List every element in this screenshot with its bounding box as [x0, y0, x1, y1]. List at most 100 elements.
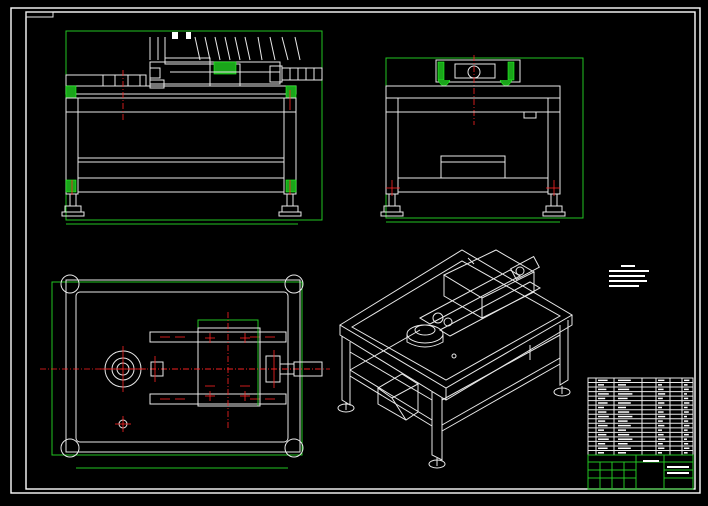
iso-feet — [337, 386, 571, 469]
top-corner-foot — [60, 438, 80, 458]
parts-list-entry — [684, 415, 687, 418]
front-table-top — [65, 85, 297, 95]
parts-list-entry — [684, 388, 689, 391]
parts-list-entry — [684, 411, 689, 413]
parts-list-entry — [598, 411, 607, 413]
parts-list-entry — [684, 393, 687, 395]
parts-list-entry — [658, 442, 663, 445]
top-outer-plate — [65, 279, 301, 453]
top-bearing-left — [150, 361, 164, 377]
side-drawer — [440, 155, 506, 179]
parts-list-entry — [618, 442, 628, 445]
parts-list-entry — [598, 429, 604, 431]
top-rail-lower — [149, 393, 287, 405]
parts-list-entry — [658, 393, 666, 395]
parts-list-entry — [658, 429, 662, 431]
parts-list-entry — [618, 438, 633, 440]
top-corner-foot — [284, 438, 304, 458]
parts-list-entry — [598, 447, 608, 450]
side-bolt-right — [499, 79, 513, 87]
top-inner-plate — [75, 291, 289, 443]
top-dimension-frame — [51, 281, 303, 456]
iso-table-top — [339, 249, 573, 389]
side-foot-left — [380, 193, 404, 217]
parts-list-entry — [618, 420, 628, 422]
part-leaders — [149, 32, 301, 61]
side-slide-head — [435, 59, 521, 83]
parts-list-entry — [598, 452, 604, 454]
parts-list-entry — [658, 411, 664, 413]
side-view — [380, 55, 584, 223]
outer-border — [10, 7, 701, 494]
parts-list-entry — [684, 447, 690, 450]
parts-list-entry — [598, 388, 607, 391]
parts-list-entry — [618, 388, 630, 391]
front-foot-left — [61, 193, 85, 217]
top-carriage-bolts — [205, 333, 250, 401]
parts-list-entry — [684, 379, 690, 382]
parts-list-entry — [618, 402, 631, 404]
top-carriage-plate — [197, 327, 261, 407]
parts-list-entry — [658, 452, 662, 454]
parts-list-entry — [598, 433, 607, 436]
parts-list-entry — [684, 452, 688, 454]
parts-list-entry — [658, 379, 665, 382]
parts-list-entry — [598, 438, 609, 440]
parts-list-entry — [618, 406, 626, 409]
parts-list-entry — [618, 429, 626, 431]
parts-list-entry — [658, 397, 663, 400]
front-carriage — [213, 61, 237, 75]
top-rail-upper — [149, 331, 287, 343]
parts-list-entry — [598, 384, 604, 386]
top-corner-foot — [60, 274, 80, 294]
parts-list-entry — [658, 402, 665, 404]
parts-list-entry — [684, 442, 689, 445]
title-block — [587, 377, 694, 490]
parts-list-entry — [618, 447, 631, 450]
parts-list-entry — [684, 433, 689, 436]
parts-list-entry — [598, 420, 606, 422]
parts-list-entry — [658, 424, 665, 427]
parts-list-entry — [658, 438, 666, 440]
front-upper-beam — [65, 97, 297, 113]
parts-list-entry — [684, 424, 690, 427]
parts-list-entry — [618, 379, 631, 382]
parts-list-entry — [598, 379, 608, 382]
side-bolt-left — [437, 79, 451, 87]
top-motor — [293, 361, 323, 377]
parts-list-entry — [658, 433, 664, 436]
parts-list-entry — [598, 406, 604, 409]
parts-list-entry — [684, 406, 688, 409]
parts-list-entry — [684, 438, 687, 440]
front-foot-right — [278, 193, 302, 217]
top-view — [40, 274, 330, 469]
parts-list-entry — [658, 415, 666, 418]
front-base-block — [65, 74, 147, 87]
parts-list-entry — [598, 402, 608, 404]
parts-list-entry — [658, 384, 662, 386]
parts-list-entry — [598, 393, 609, 395]
front-view — [61, 30, 323, 225]
front-motor — [281, 67, 323, 81]
parts-list-entry — [658, 388, 664, 391]
parts-list-entry — [618, 397, 628, 400]
parts-list-entry — [618, 384, 626, 386]
parts-list-entry — [658, 420, 663, 422]
parts-list-entry — [684, 429, 688, 431]
parts-list-entry — [618, 415, 633, 418]
side-table-top — [385, 85, 561, 99]
iso-slide-carriage — [442, 249, 536, 299]
parts-list-entry — [684, 384, 688, 386]
iso-drawer — [377, 373, 419, 399]
parts-list-entry — [618, 393, 633, 395]
parts-list-entry — [598, 415, 609, 418]
title-area — [587, 454, 694, 490]
parts-list-entry — [618, 452, 626, 454]
iso-motor — [510, 255, 540, 281]
isometric-view — [337, 249, 573, 469]
inner-border — [25, 11, 696, 490]
parts-list-entry — [684, 402, 690, 404]
top-corner-foot — [284, 274, 304, 294]
